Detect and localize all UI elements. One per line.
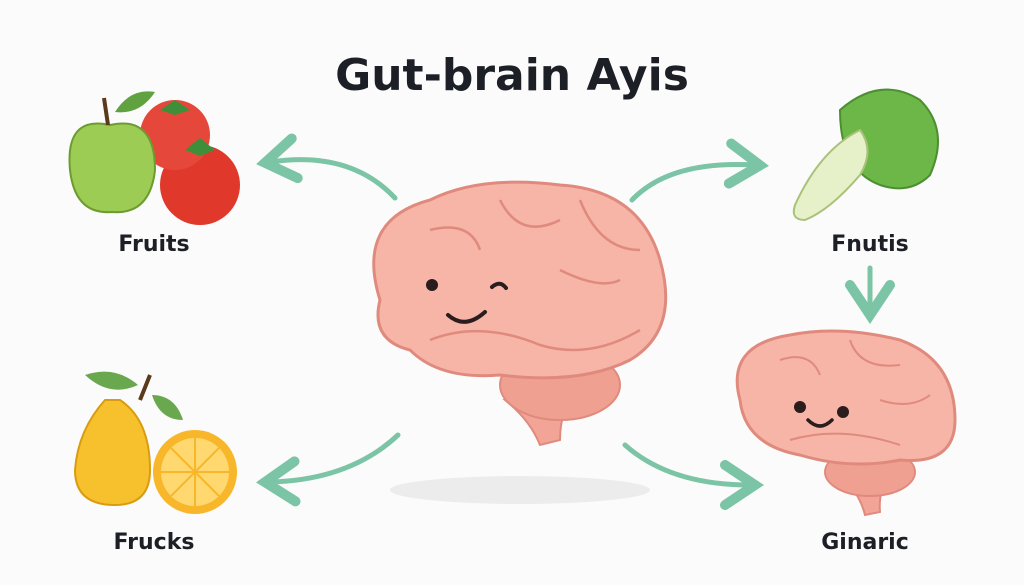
apple-tomato-icon: [68, 91, 240, 225]
small-brain-icon: [735, 329, 957, 517]
arrow-to-bottom-left: [255, 432, 401, 507]
pear-lemon-icon: [73, 371, 237, 514]
arrow-to-top-left: [256, 133, 398, 201]
label-bottom-left: Frucks: [113, 530, 195, 555]
bok-choy-icon: [792, 88, 939, 222]
main-brain-icon: [372, 180, 668, 447]
brain-shadow: [390, 476, 650, 504]
label-bottom-right: Ginaric: [821, 530, 909, 555]
arrow-to-bottom-right: [622, 442, 765, 510]
label-top-right: Fnutis: [831, 232, 909, 257]
diagram-title: Gut-brain Ayis: [335, 50, 689, 101]
label-top-left: Fruits: [118, 232, 190, 257]
arrow-to-top-right: [629, 138, 769, 203]
